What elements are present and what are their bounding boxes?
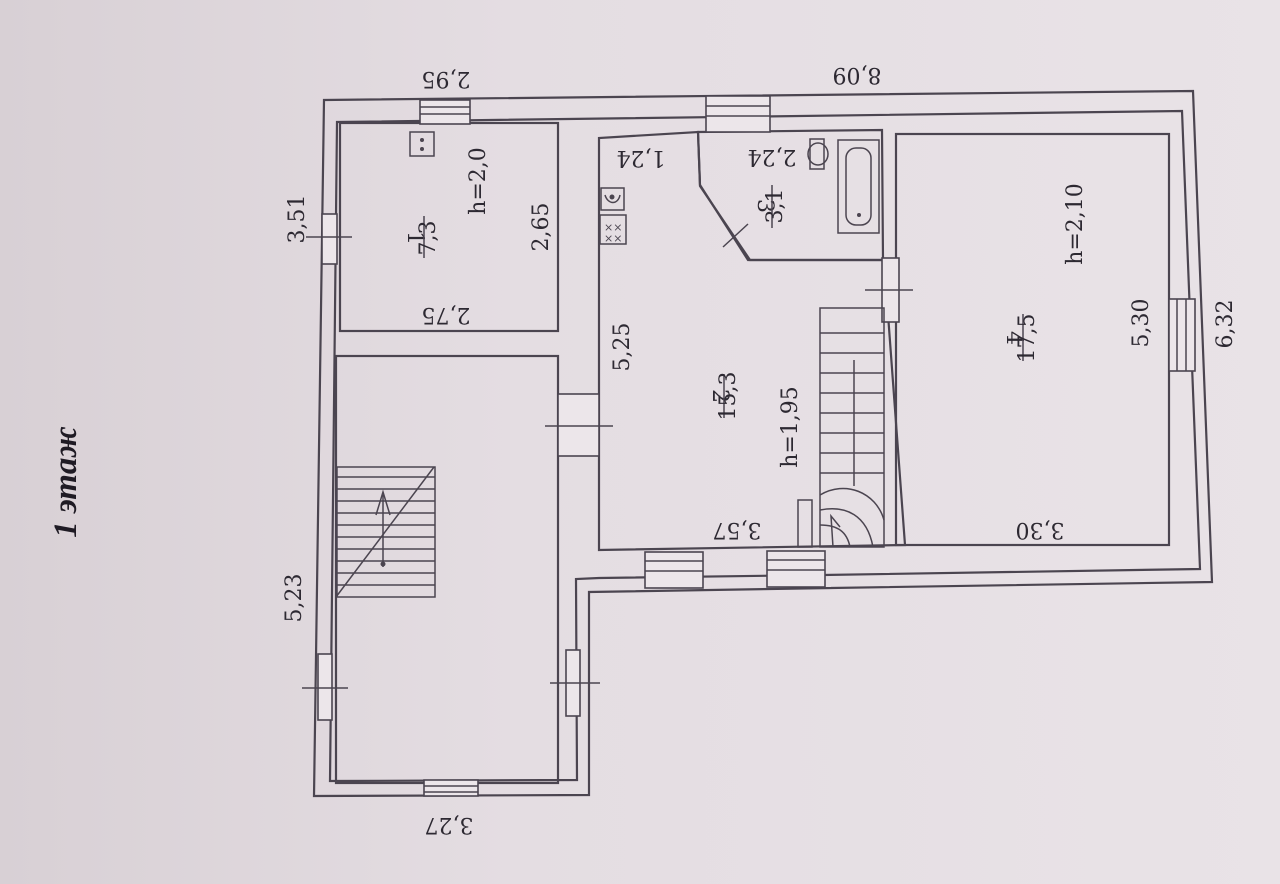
room-2-number: 2 <box>707 389 732 403</box>
room-1-area: 7,3 <box>416 221 441 256</box>
dimension-room4-length: 5,30 <box>1129 299 1154 348</box>
room-4-height: h=2,10 <box>1063 183 1088 265</box>
interior-staircase <box>797 307 885 548</box>
room-3-area: 3,1 <box>763 189 788 224</box>
window-middle-right-big-room <box>550 649 600 717</box>
dimension-room1-height: 2,65 <box>529 203 554 252</box>
left-staircase <box>335 466 436 598</box>
window-bottom-room2-a <box>644 551 704 589</box>
dimension-right-total: 6,32 <box>1213 300 1238 349</box>
dimension-room2-small: 1,24 <box>617 145 666 170</box>
dimension-room2-length: 5,25 <box>610 323 635 372</box>
window-right-room4 <box>1168 298 1196 372</box>
room-3-outline <box>696 128 885 262</box>
dimension-left-big-room: 5,23 <box>282 574 307 623</box>
room-1-height: h=2,0 <box>466 147 491 215</box>
svg-text:××: ×× <box>604 232 622 245</box>
stove-icon: ×× ×× <box>599 214 627 245</box>
svg-text:××: ×× <box>604 221 622 234</box>
window-top-room3 <box>705 95 771 133</box>
dimension-left-room1: 3,51 <box>285 195 310 244</box>
window-top-room1 <box>419 99 471 125</box>
door-room4 <box>865 257 913 323</box>
dimension-bottom-left: 3,27 <box>425 812 474 837</box>
room-2-outline <box>597 130 907 552</box>
room-1-outline <box>338 121 560 333</box>
dimension-room2-width: 3,57 <box>713 517 762 542</box>
bathtub-icon <box>837 139 880 234</box>
room-4-area: 17,5 <box>1015 314 1040 363</box>
window-bottom-left-room <box>423 779 479 797</box>
sink-icon <box>600 187 625 211</box>
window-left-room1 <box>306 213 352 265</box>
dimension-room3-width: 2,24 <box>748 144 797 169</box>
room-2-height: h=1,95 <box>778 386 803 468</box>
dimension-room1-width: 2,75 <box>422 302 471 327</box>
dimension-room4-width: 3,30 <box>1016 517 1065 542</box>
outer-wall <box>312 89 1214 798</box>
room-4-number: 4 <box>1001 331 1026 345</box>
window-bottom-room2-b <box>766 550 826 588</box>
left-room-outline <box>334 354 560 785</box>
door-room2-left <box>545 393 613 457</box>
toilet-icon <box>807 138 829 170</box>
floor-title: 1 этаж <box>48 426 84 538</box>
window-left-big-room <box>302 653 348 721</box>
dimension-top-total: 8,09 <box>833 62 882 87</box>
boiler-icon <box>409 131 435 157</box>
dimension-top-room1: 2,95 <box>422 66 471 91</box>
inner-wall <box>328 109 1202 783</box>
room-3-number: 3 <box>752 199 777 213</box>
room-1-number: 1 <box>402 231 427 245</box>
room3-door-mark <box>722 223 749 248</box>
room-2-area: 15,3 <box>716 372 741 421</box>
